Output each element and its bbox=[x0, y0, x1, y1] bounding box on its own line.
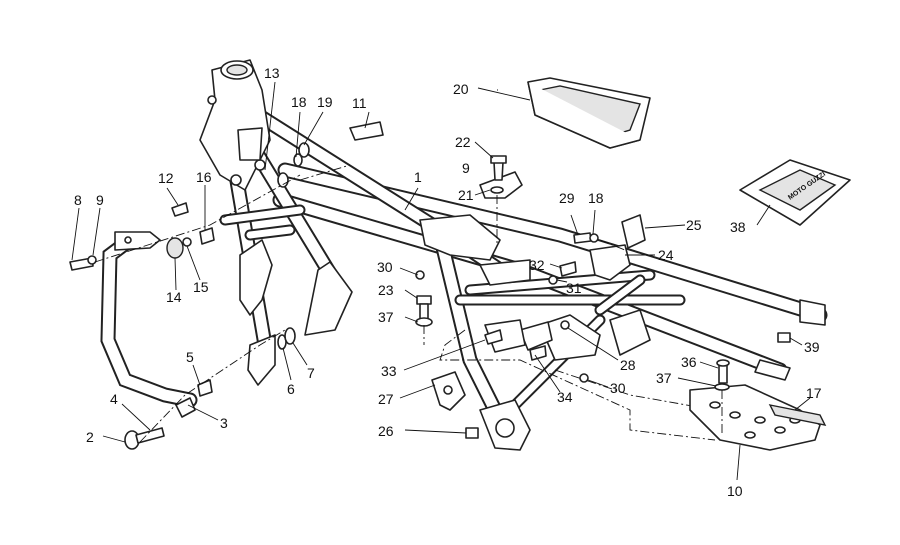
callout-32: 32 bbox=[529, 257, 545, 273]
callout-28: 28 bbox=[620, 357, 636, 373]
callout-5: 5 bbox=[186, 349, 194, 365]
engine-bracket-right bbox=[239, 239, 273, 316]
callout-19: 19 bbox=[317, 94, 333, 110]
part-20-tray bbox=[527, 77, 651, 149]
part-38-sticker: MOTO GUZZI bbox=[739, 159, 851, 226]
callout-21: 21 bbox=[458, 187, 474, 203]
callout-7: 7 bbox=[307, 365, 315, 381]
callout-37-second: 37 bbox=[378, 309, 394, 325]
lower-bracket bbox=[609, 309, 651, 356]
part-24-bracket bbox=[589, 214, 646, 281]
callout-29: 29 bbox=[559, 190, 575, 206]
frame-bracket-center bbox=[479, 259, 531, 286]
fasteners bbox=[69, 142, 791, 450]
callout-9-second: 9 bbox=[462, 160, 470, 176]
callout-1: 1 bbox=[414, 169, 422, 185]
callout-10: 10 bbox=[727, 483, 743, 499]
callout-16: 16 bbox=[196, 169, 212, 185]
callout-30: 30 bbox=[377, 259, 393, 275]
callout-39: 39 bbox=[804, 339, 820, 355]
callout-6: 6 bbox=[287, 381, 295, 397]
callout-34: 34 bbox=[557, 389, 573, 405]
callout-22: 22 bbox=[455, 134, 471, 150]
callout-13: 13 bbox=[264, 65, 280, 81]
callout-25: 25 bbox=[686, 217, 702, 233]
engine-bracket-left bbox=[304, 261, 353, 336]
callout-11: 11 bbox=[352, 95, 367, 111]
frame-gusset bbox=[419, 214, 501, 261]
callout-14: 14 bbox=[166, 289, 182, 305]
callout-37: 37 bbox=[656, 370, 672, 386]
callout-3: 3 bbox=[220, 415, 228, 431]
callout-30-second: 30 bbox=[610, 380, 626, 396]
callout-17: 17 bbox=[806, 385, 822, 401]
callout-18-second: 18 bbox=[588, 190, 604, 206]
pivot-hole bbox=[495, 418, 515, 438]
part-17-pad bbox=[768, 404, 827, 426]
callout-8: 8 bbox=[74, 192, 82, 208]
assembly-line-10 bbox=[554, 369, 716, 411]
callout-20: 20 bbox=[453, 81, 469, 97]
callout-31: 31 bbox=[566, 280, 582, 296]
callout-12: 12 bbox=[158, 170, 174, 186]
part-21-bracket bbox=[479, 171, 523, 199]
callout-24: 24 bbox=[658, 247, 674, 263]
assembly-lines bbox=[94, 164, 723, 443]
callout-numbers: 1 2 3 4 5 6 7 8 9 10 11 12 13 14 15 16 1… bbox=[74, 65, 822, 499]
callout-26: 26 bbox=[378, 423, 394, 439]
callout-27: 27 bbox=[378, 391, 394, 407]
callout-leaders bbox=[71, 81, 811, 481]
callout-9: 9 bbox=[96, 192, 104, 208]
lower-link-plate bbox=[539, 314, 601, 361]
callout-15: 15 bbox=[193, 279, 209, 295]
sidestand-outline bbox=[439, 329, 716, 441]
callout-2: 2 bbox=[86, 429, 94, 445]
callout-4: 4 bbox=[110, 391, 118, 407]
callout-38: 38 bbox=[730, 219, 746, 235]
callout-23: 23 bbox=[378, 282, 394, 298]
crash-bar bbox=[100, 231, 198, 408]
headstock bbox=[199, 59, 271, 191]
callout-33: 33 bbox=[381, 363, 397, 379]
callout-18: 18 bbox=[291, 94, 307, 110]
callout-36: 36 bbox=[681, 354, 697, 370]
part-11-clip bbox=[349, 121, 384, 141]
front-mount-plate bbox=[247, 334, 276, 386]
